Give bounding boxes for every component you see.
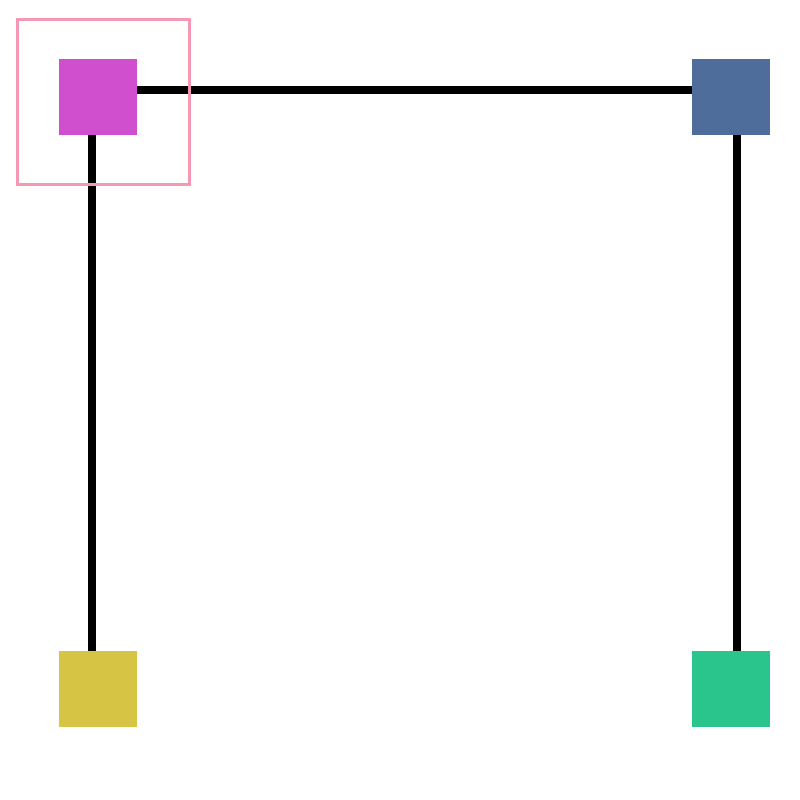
blue-node[interactable]	[692, 59, 770, 135]
yellow-node[interactable]	[59, 651, 137, 727]
magenta-node[interactable]	[59, 59, 137, 135]
green-node[interactable]	[692, 651, 770, 727]
